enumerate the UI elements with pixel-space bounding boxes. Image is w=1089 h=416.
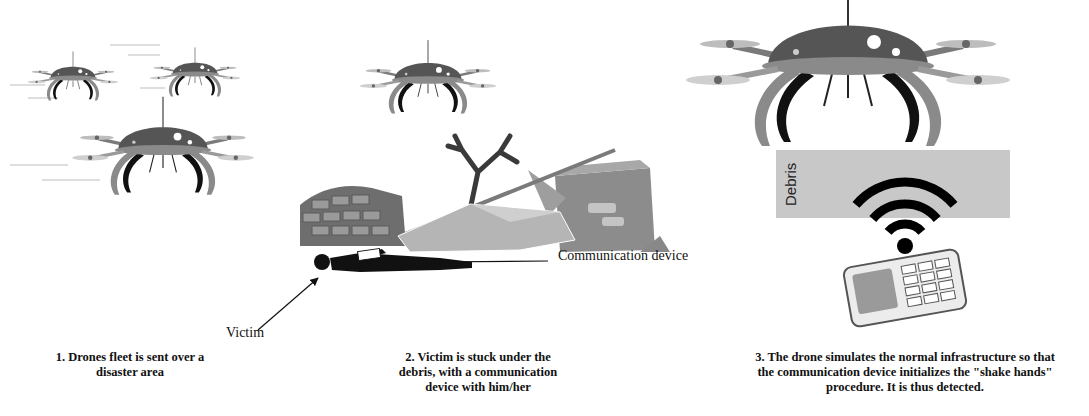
key: [937, 269, 952, 279]
brick: [352, 226, 369, 235]
key: [935, 258, 950, 268]
drone-icon: [150, 47, 241, 96]
debris-pile: [300, 136, 670, 252]
key: [907, 296, 922, 306]
speed-line: [128, 55, 160, 56]
victim-arm: [350, 249, 386, 261]
wifi-arc: [888, 224, 922, 232]
key: [920, 272, 935, 282]
panel-caption: 3. The drone simulates the normal infras…: [755, 350, 1055, 395]
node-label: Debris: [782, 150, 799, 218]
drone-icon: [686, 0, 1010, 146]
phone-small: [358, 249, 381, 261]
brick: [303, 213, 320, 222]
brick: [332, 226, 349, 235]
callout-label: Victim: [226, 326, 306, 340]
brick: [312, 226, 329, 235]
debris-band: Debris: [776, 150, 1010, 218]
wifi-dot: [897, 238, 913, 254]
panel-caption: 2. Victim is stuck under the debris, wit…: [388, 350, 568, 395]
brick: [372, 226, 389, 235]
key: [901, 264, 916, 274]
dead-tree: [448, 136, 517, 210]
key: [903, 275, 918, 285]
key: [922, 283, 937, 293]
key: [938, 280, 953, 290]
drone-icon: [360, 40, 496, 114]
speed-line: [42, 180, 100, 181]
phone-keypad: [901, 258, 955, 307]
slab: [398, 204, 575, 252]
drone-icon: [28, 51, 119, 100]
panel-caption: 1. Drones fleet is sent over a disaster …: [35, 350, 225, 380]
brick-wall: [300, 186, 406, 246]
bricks: [303, 195, 389, 235]
speed-line: [10, 165, 68, 166]
phone-body: [843, 248, 968, 327]
speed-line: [140, 88, 165, 89]
brick: [352, 195, 369, 204]
phone-device: [843, 248, 968, 327]
speed-line: [10, 85, 45, 86]
key: [918, 261, 933, 271]
key: [905, 286, 920, 296]
block-chip: [602, 217, 624, 226]
leader-line: [258, 278, 318, 330]
speed-line: [28, 98, 58, 99]
victim-figure: [314, 249, 472, 272]
key: [924, 293, 939, 303]
brick: [343, 211, 360, 220]
victim-head: [314, 254, 330, 270]
drone-icon: [72, 97, 253, 195]
brick: [323, 212, 340, 221]
slab-face: [470, 204, 560, 222]
brick: [332, 196, 349, 205]
brick: [312, 200, 329, 209]
key: [940, 290, 955, 300]
callout-label: Communication device: [548, 249, 698, 263]
block-chip: [588, 203, 616, 213]
brick: [363, 211, 380, 220]
phone-screen: [852, 268, 898, 314]
leader-line: [432, 261, 548, 262]
speed-line: [110, 45, 160, 46]
